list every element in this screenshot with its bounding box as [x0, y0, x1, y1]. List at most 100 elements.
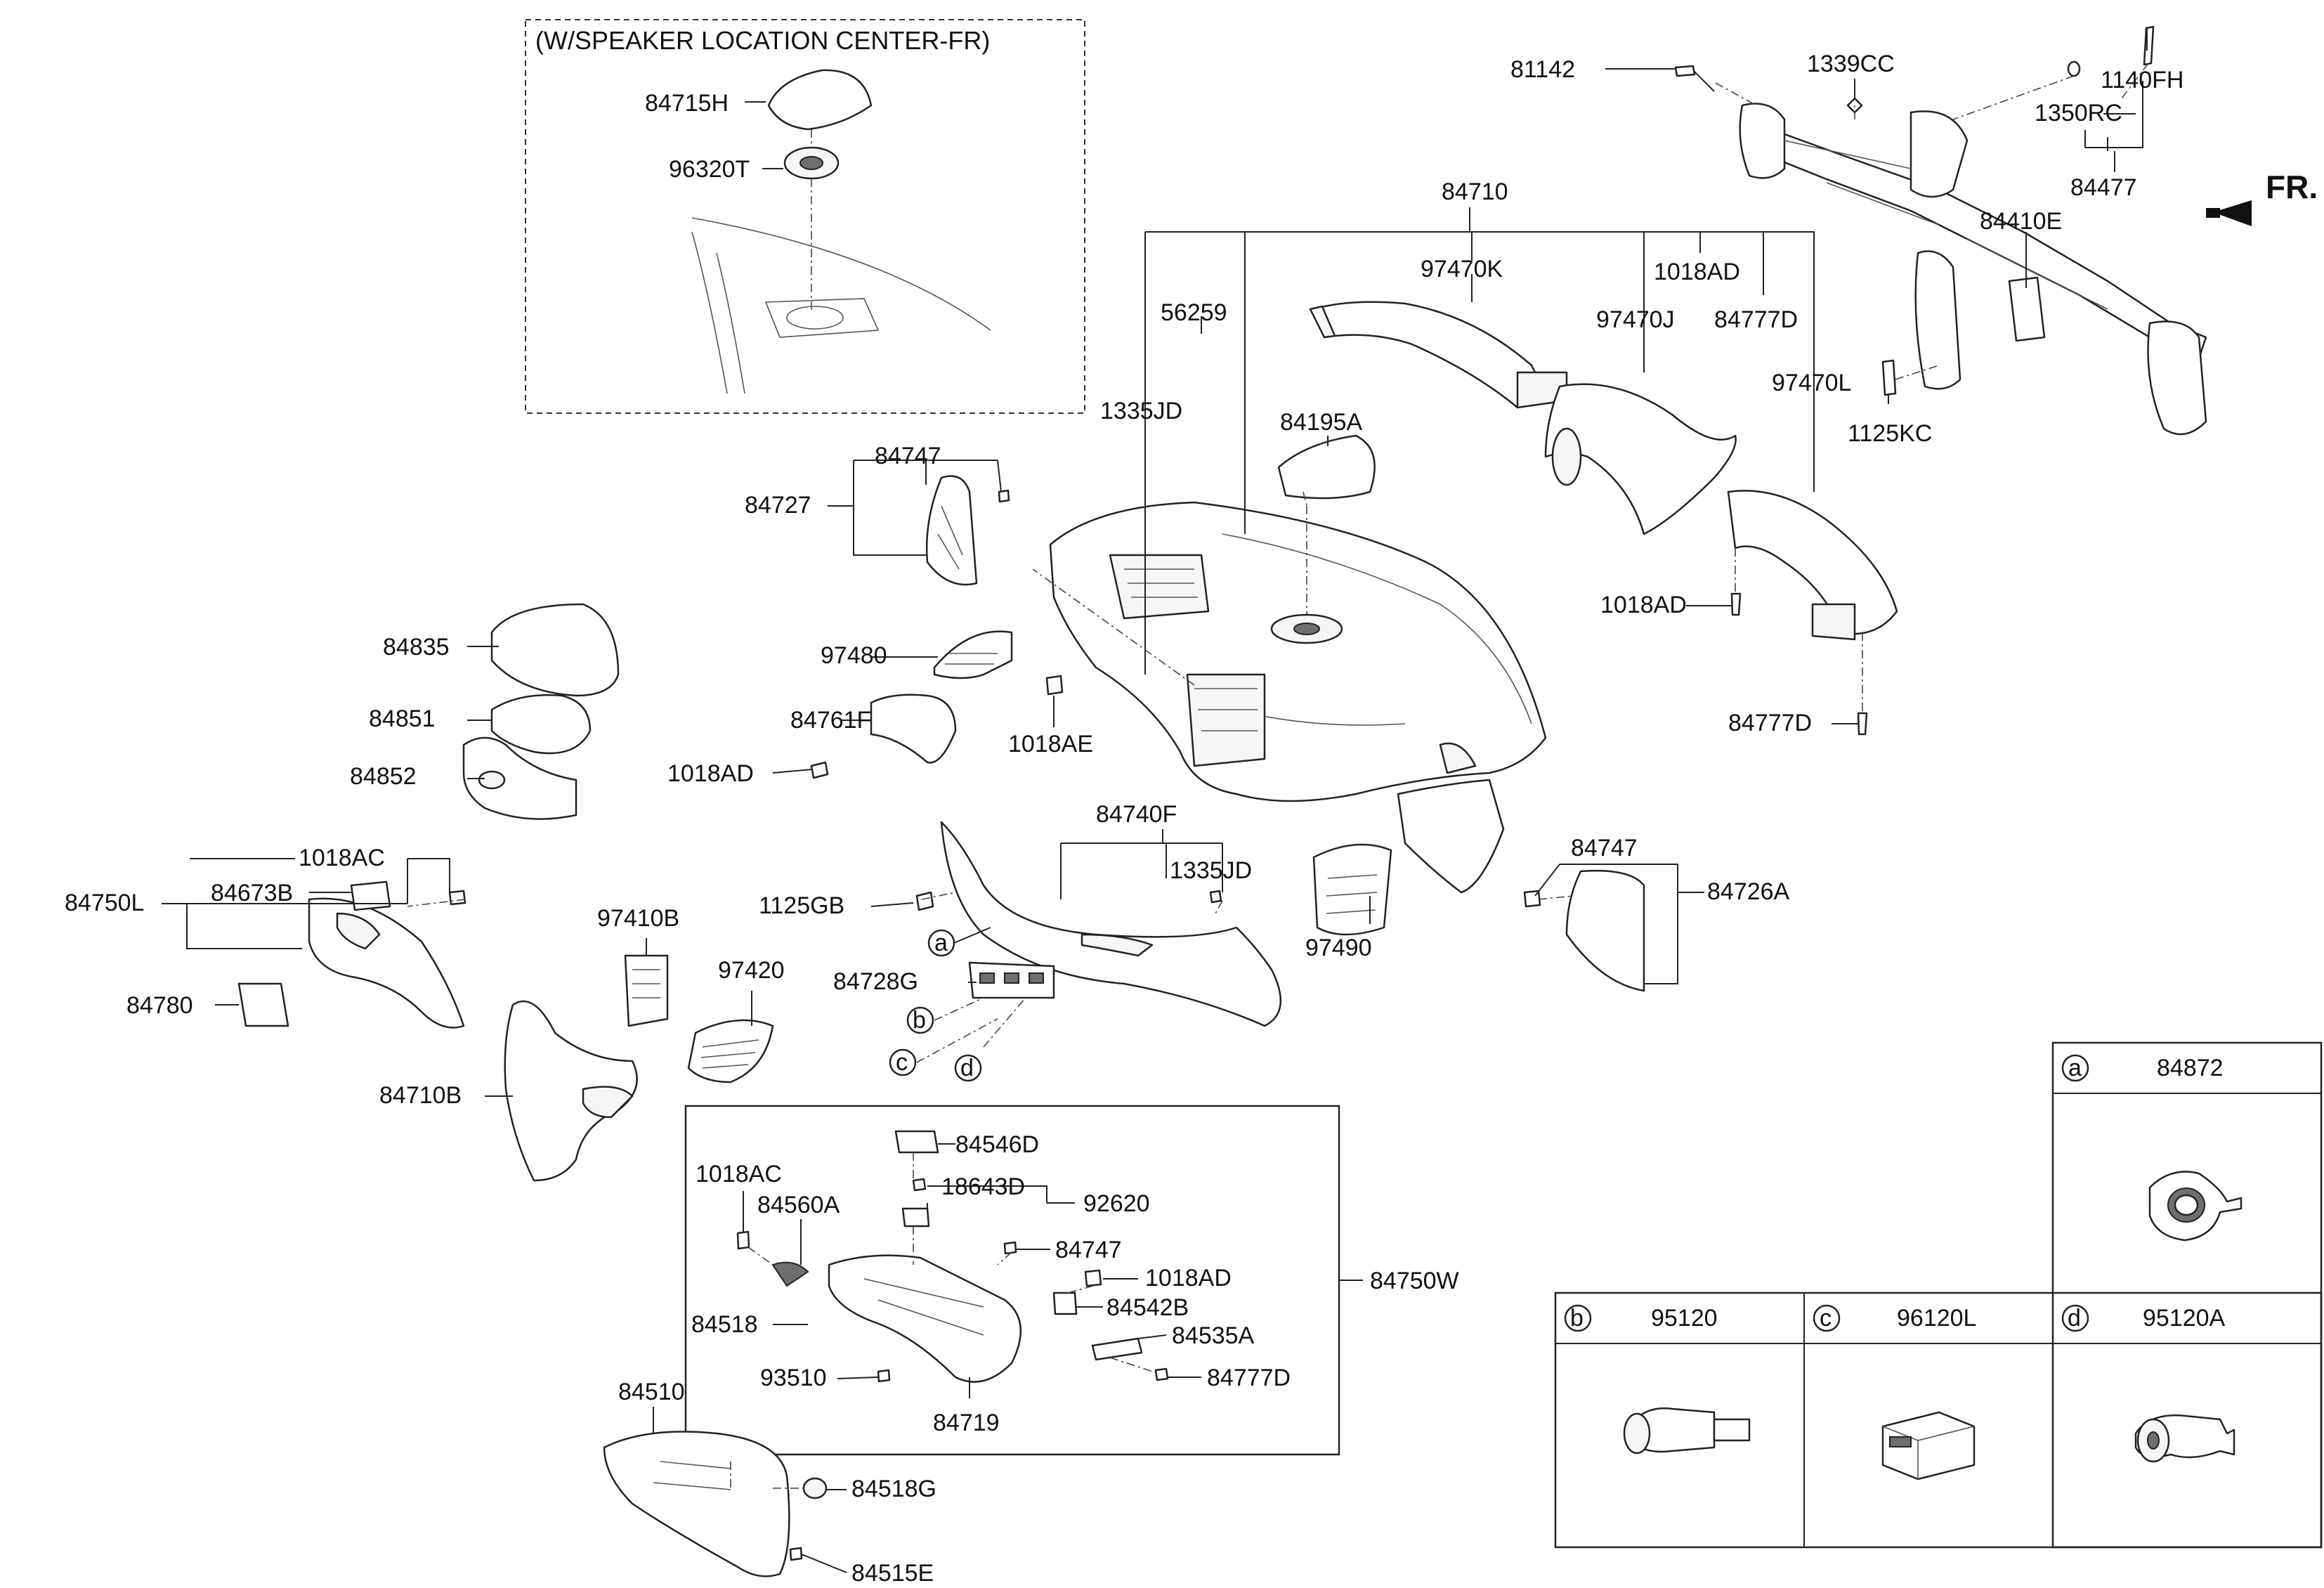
label-97420: 97420 [718, 957, 785, 984]
legend-cell-a: a 84872 [2061, 1054, 2243, 1242]
label-1335JD-mid: 1335JD [1170, 857, 1252, 884]
legend-cell-b: b 95120 [1564, 1304, 1751, 1454]
label-93510: 93510 [760, 1365, 827, 1391]
callout-d: d [960, 1055, 974, 1081]
crash-pad-assembly [1049, 501, 1547, 894]
duct-97470L [1727, 490, 1898, 635]
label-84510: 84510 [618, 1379, 685, 1405]
duct-97470J [1544, 383, 1737, 535]
clip-84747-top [998, 489, 1010, 503]
vent-97410B [624, 954, 669, 1027]
label-1018AD-left: 1018AD [667, 760, 754, 787]
legend-cell-d: d 95120A [2061, 1304, 2235, 1463]
shroud-84852 [462, 736, 577, 820]
label-1018AD-right: 1018AD [1600, 592, 1687, 618]
part-labels: 81142 1339CC 1140FH 1350RC 84477 84410E … [65, 51, 2183, 1587]
vent-97490 [1312, 843, 1392, 936]
legend-cell-c: c 96120L [1813, 1304, 1976, 1480]
side-vent-right [1439, 742, 1477, 774]
callout-c: c [896, 1049, 908, 1076]
label-92620: 92620 [1083, 1190, 1150, 1217]
label-84518G: 84518G [851, 1476, 936, 1502]
inset-caption: (W/SPEAKER LOCATION CENTER-FR) [535, 26, 990, 55]
label-97470L: 97470L [1772, 370, 1851, 396]
cover-84780 [237, 982, 289, 1027]
label-84750L: 84750L [65, 890, 144, 916]
switch-84673B [350, 880, 391, 911]
label-84719: 84719 [933, 1410, 1000, 1436]
center-fascia-84710B [504, 1000, 638, 1182]
cover-84761F [870, 694, 957, 764]
legend-table: a 84872 b 95120 c 96120L d 95120A [1554, 1041, 2323, 1549]
label-84535A: 84535A [1172, 1322, 1255, 1349]
label-1350RC: 1350RC [2035, 100, 2122, 126]
legend-part-a: 84872 [2157, 1055, 2224, 1081]
front-arrow-icon [2213, 200, 2252, 226]
center-lower-frame [1186, 673, 1266, 767]
label-1339CC: 1339CC [1807, 51, 1895, 77]
lower-panel-84750L [308, 897, 465, 1029]
label-84728G: 84728G [833, 968, 918, 995]
leader-lines [162, 28, 2149, 1573]
label-84727: 84727 [745, 492, 811, 519]
label-1018AC-top: 1018AC [299, 845, 385, 871]
label-84851: 84851 [369, 705, 436, 732]
label-84780: 84780 [126, 992, 193, 1019]
label-81142: 81142 [1510, 56, 1575, 83]
speaker-grille-cover [767, 69, 873, 131]
label-1018AD-box: 1018AD [1145, 1265, 1232, 1291]
label-84777D-right: 84777D [1728, 710, 1812, 736]
crash-pad-lower-right [1397, 779, 1505, 894]
label-56259: 56259 [1161, 299, 1227, 326]
label-1018AD-top: 1018AD [1654, 259, 1740, 285]
center-fascia-frame [1109, 554, 1210, 620]
label-84747-box: 84747 [1055, 1237, 1122, 1263]
switch-84546D [894, 1130, 939, 1154]
legend-letter-b: b [1570, 1305, 1584, 1332]
glove-box-housing [828, 1254, 1022, 1383]
legend-part-c: 96120L [1897, 1305, 1976, 1332]
label-84546D: 84546D [955, 1131, 1039, 1158]
vent-97420 [687, 1019, 774, 1083]
lower-panel-84740F [940, 821, 1282, 1027]
vent-97480 [933, 630, 1013, 679]
label-84542B: 84542B [1106, 1294, 1189, 1321]
side-cover-84726A [1565, 869, 1645, 992]
label-84777D-top: 84777D [1714, 306, 1798, 333]
label-97490: 97490 [1305, 935, 1372, 961]
label-84835: 84835 [383, 634, 450, 660]
crossbar-stay [1914, 250, 1961, 390]
label-1125KC: 1125KC [1848, 420, 1932, 447]
label-97470J: 97470J [1596, 306, 1675, 333]
label-84518: 84518 [691, 1311, 758, 1338]
label-84477: 84477 [2070, 174, 2137, 201]
legend-letter-a: a [2068, 1055, 2082, 1081]
defroster-grille [1277, 434, 1376, 500]
callout-markers: a b c d [889, 929, 982, 1082]
label-97470K: 97470K [1421, 256, 1503, 282]
label-84715H: 84715H [645, 90, 729, 117]
label-84747-top: 84747 [875, 443, 941, 469]
label-84740F: 84740F [1096, 801, 1177, 828]
label-1125GB: 1125GB [759, 892, 844, 919]
label-84673B: 84673B [211, 880, 293, 906]
legend-part-b: 95120 [1651, 1305, 1718, 1332]
crossbar-tube [1755, 125, 2207, 360]
label-84726A: 84726A [1707, 878, 1790, 905]
shroud-84851 [490, 694, 592, 755]
callout-a: a [934, 930, 948, 956]
label-1018AC-box: 1018AC [696, 1161, 782, 1187]
label-84515E: 84515E [851, 1560, 934, 1587]
label-84560A: 84560A [757, 1192, 840, 1218]
duct-97470K [1312, 301, 1547, 409]
callout-b: b [913, 1007, 926, 1034]
direction-label: FR. [2266, 169, 2318, 205]
label-84710: 84710 [1442, 178, 1508, 205]
cowl-crossbar [1739, 103, 2207, 436]
glove-box-84510 [603, 1431, 790, 1577]
stopper-84518G [802, 1477, 828, 1499]
label-97410B: 97410B [597, 905, 679, 932]
label-84777D-box: 84777D [1207, 1365, 1291, 1391]
label-84852: 84852 [350, 763, 417, 790]
